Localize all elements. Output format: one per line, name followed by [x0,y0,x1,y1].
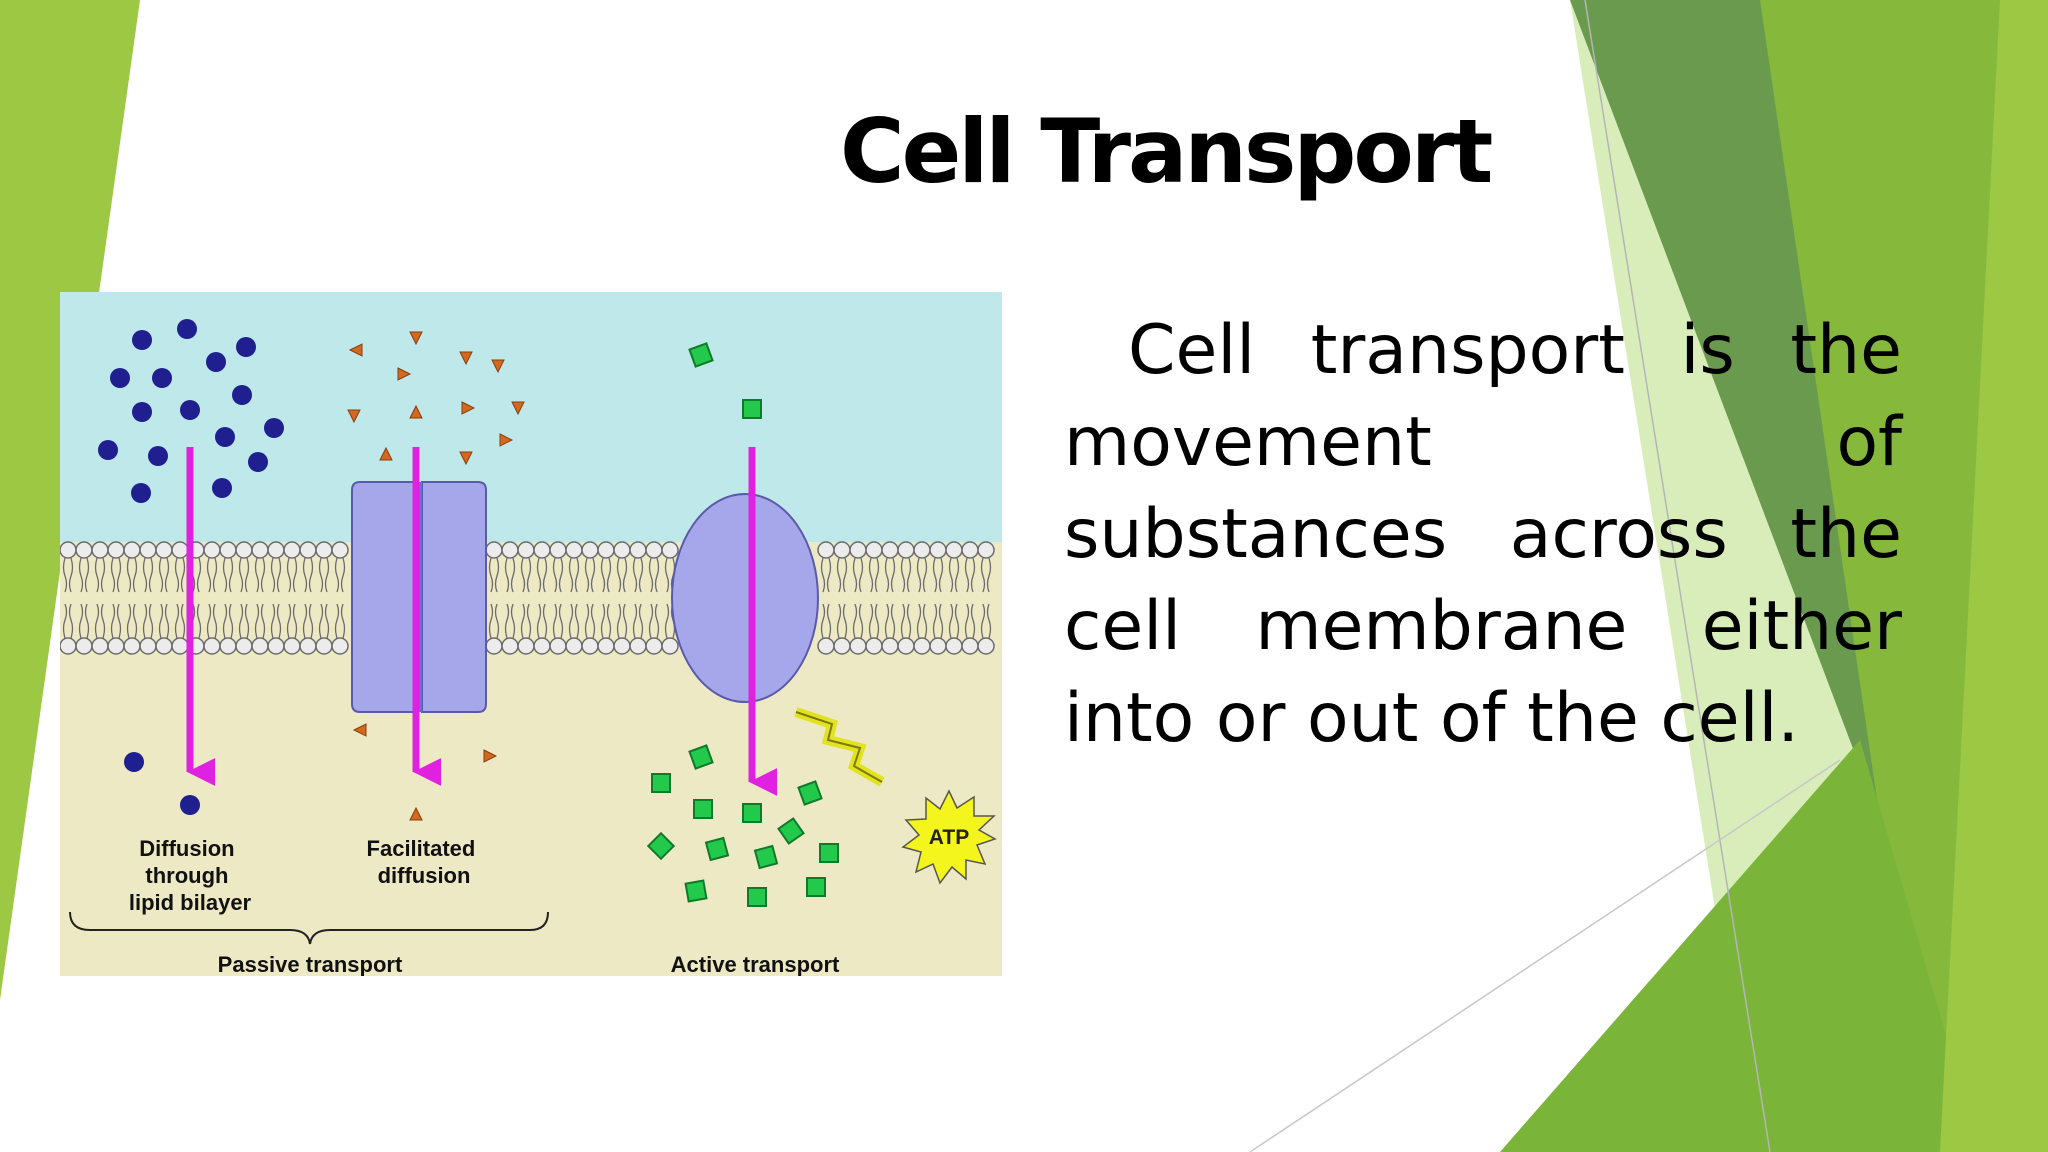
diffusion-label-line-2: through [145,863,228,888]
facilitated-label-line-1: Facilitated [367,836,476,861]
facilitated-label-line-2: diffusion [378,863,471,888]
slide-title: Cell Transport [840,100,1440,203]
svg-text:Diffusion through lipi: Diffusion through lipid bilayer [129,836,252,915]
diffusion-label-line-1: Diffusion [139,836,234,861]
extracellular-region [60,292,1002,542]
cell-transport-diagram: ATP Diffusion through lipid bilayer Faci… [60,292,1002,976]
atp-label: ATP [929,826,969,849]
diffusion-label-line-3: lipid bilayer [129,890,252,915]
body-text: Cell transport is the movement of substa… [1064,305,1902,765]
carrier-protein [672,494,818,702]
active-transport-label: Active transport [671,952,840,976]
passive-transport-label: Passive transport [218,952,403,976]
